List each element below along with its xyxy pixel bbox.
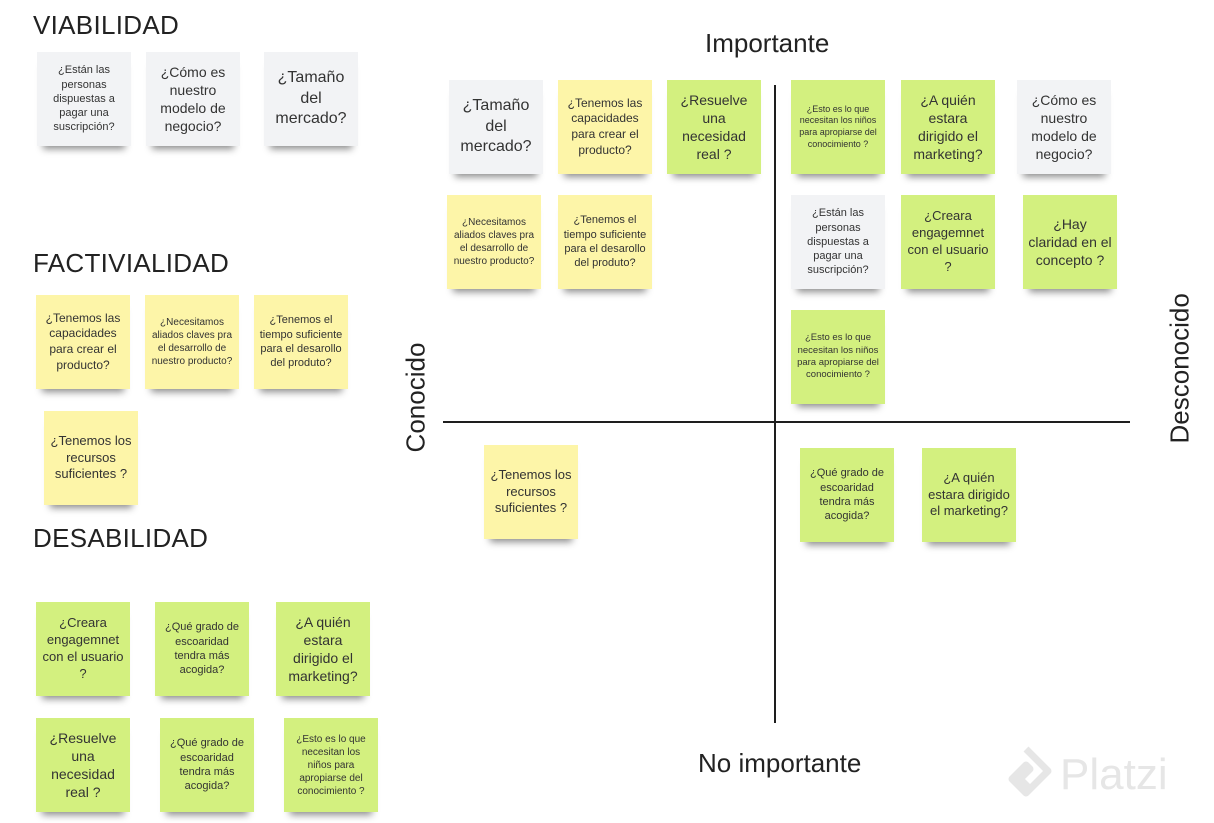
heading-deseabilidad: DESABILIDAD bbox=[33, 523, 209, 553]
axis-label-left: Conocido bbox=[400, 342, 431, 453]
sticky-note[interactable]: ¿Necesitamos aliados claves pra el desar… bbox=[447, 195, 541, 289]
watermark-text: Platzi bbox=[1060, 750, 1168, 799]
sticky-note[interactable]: ¿Tamaño del mercado? bbox=[449, 80, 543, 174]
sticky-note[interactable]: ¿Están las personas dispuestas a pagar u… bbox=[791, 195, 885, 289]
sticky-note[interactable]: ¿Tenemos los recursos suficientes ? bbox=[484, 445, 578, 539]
heading-factibilidad: FACTIVIALIDAD bbox=[33, 248, 230, 278]
sticky-note[interactable]: ¿Esto es lo que necesitan los niños para… bbox=[791, 80, 885, 174]
vertical-axis-line bbox=[774, 85, 776, 723]
sticky-note[interactable]: ¿Creara engagemnet con el usuario ? bbox=[36, 602, 130, 696]
sticky-note[interactable]: ¿Qué grado de escoaridad tendra más acog… bbox=[160, 718, 254, 812]
axis-label-right: Desconocido bbox=[1164, 293, 1195, 444]
platzi-logo-icon bbox=[1008, 746, 1052, 797]
sticky-note[interactable]: ¿Están las personas dispuestas a pagar u… bbox=[37, 52, 131, 146]
sticky-note[interactable]: ¿Tenemos los recursos suficientes ? bbox=[44, 411, 138, 505]
axis-label-bottom: No importante bbox=[698, 748, 862, 778]
sticky-note[interactable]: ¿Resuelve una necesidad real ? bbox=[36, 718, 130, 812]
heading-viabilidad: VIABILIDAD bbox=[33, 10, 180, 40]
sticky-note[interactable]: ¿Tenemos el tiempo suficiente para el de… bbox=[558, 195, 652, 289]
sticky-note[interactable]: ¿Cómo es nuestro modelo de negocio? bbox=[146, 52, 240, 146]
horizontal-axis-line bbox=[443, 421, 1130, 423]
sticky-note[interactable]: ¿Esto es lo que necesitan los niños para… bbox=[791, 310, 885, 404]
sticky-note[interactable]: ¿Qué grado de escoaridad tendra más acog… bbox=[155, 602, 249, 696]
sticky-note[interactable]: ¿Esto es lo que necesitan los niños para… bbox=[284, 718, 378, 812]
sticky-note[interactable]: ¿Creara engagemnet con el usuario ? bbox=[901, 195, 995, 289]
sticky-note[interactable]: ¿A quién estara dirigido el marketing? bbox=[276, 602, 370, 696]
sticky-note[interactable]: ¿Cómo es nuestro modelo de negocio? bbox=[1017, 80, 1111, 174]
sticky-note[interactable]: ¿Necesitamos aliados claves pra el desar… bbox=[145, 295, 239, 389]
platzi-watermark: Platzi bbox=[1000, 745, 1168, 805]
sticky-note[interactable]: ¿A quién estara dirigido el marketing? bbox=[922, 448, 1016, 542]
sticky-note[interactable]: ¿Resuelve una necesidad real ? bbox=[667, 80, 761, 174]
sticky-note[interactable]: ¿Hay claridad en el concepto ? bbox=[1023, 195, 1117, 289]
sticky-note[interactable]: ¿Tenemos las capacidades para crear el p… bbox=[36, 295, 130, 389]
axis-label-top: Importante bbox=[705, 28, 830, 58]
sticky-note[interactable]: ¿Tenemos el tiempo suficiente para el de… bbox=[254, 295, 348, 389]
sticky-note[interactable]: ¿Tamaño del mercado? bbox=[264, 52, 358, 146]
sticky-note[interactable]: ¿Tenemos las capacidades para crear el p… bbox=[558, 80, 652, 174]
sticky-note[interactable]: ¿Qué grado de escoaridad tendra más acog… bbox=[800, 448, 894, 542]
sticky-note[interactable]: ¿A quién estara dirigido el marketing? bbox=[901, 80, 995, 174]
